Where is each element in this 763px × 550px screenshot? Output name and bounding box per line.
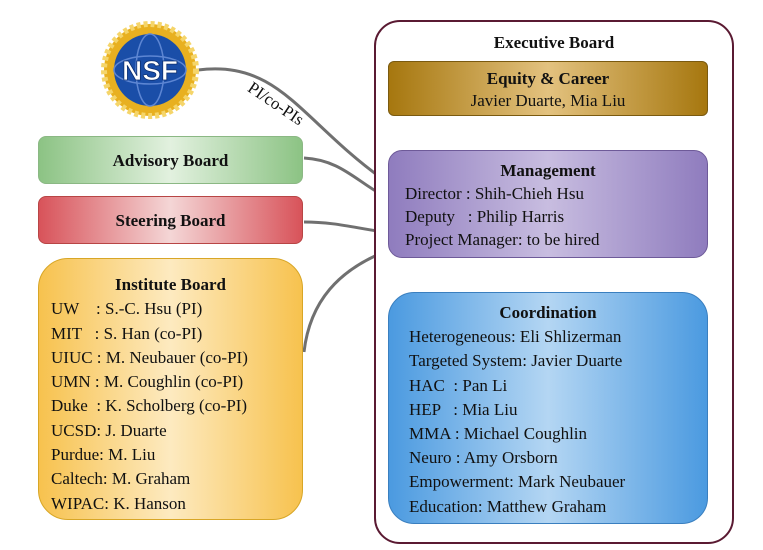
nsf-logo-globe (114, 34, 186, 106)
coordination-line: Education: Matthew Graham (409, 496, 607, 516)
advisory-to-management-arrow (303, 156, 386, 198)
institute-board-title: Institute Board (115, 275, 226, 294)
institute-member: Caltech: M. Graham (51, 469, 191, 489)
institute-member: WIPAC: K. Hanson (51, 493, 186, 513)
management-box: Management Director : Shih-Chieh Hsu Dep… (388, 150, 708, 258)
coordination-title: Coordination (499, 303, 597, 322)
coordination-line: Heterogeneous: Eli Shlizerman (409, 327, 622, 347)
nsf-logo: NSF (100, 20, 200, 120)
coordination-line: HEP : Mia Liu (409, 399, 518, 419)
institute-member: MIT : S. Han (co-PI) (51, 323, 203, 343)
institute-member: Duke : K. Scholberg (co-PI) (51, 396, 248, 416)
coordination-box: Coordination Heterogeneous: Eli Shlizerm… (388, 292, 708, 524)
management-title: Management (500, 161, 596, 180)
equity-career-box: Equity & Career Javier Duarte, Mia Liu (388, 61, 708, 116)
equity-career-title: Equity & Career (486, 69, 610, 88)
management-line: Deputy : Philip Harris (405, 207, 565, 226)
nsf-logo-text: NSF (122, 55, 178, 86)
steering-to-management-arrow (303, 220, 386, 236)
nsf-to-management-arrow (197, 67, 386, 182)
executive-board-title: Executive Board (493, 33, 615, 52)
coordination-line: MMA : Michael Coughlin (409, 424, 588, 444)
institute-to-management-arrow (302, 250, 386, 353)
management-line: Project Manager: to be hired (405, 230, 600, 249)
institute-member: UIUC : M. Neubauer (co-PI) (51, 347, 248, 367)
coordination-line: Neuro : Amy Orsborn (409, 448, 558, 468)
institute-member: UCSD: J. Duarte (51, 420, 167, 440)
coordination-line: Empowerment: Mark Neubauer (409, 472, 626, 492)
advisory-board-box: Advisory Board (38, 136, 303, 184)
equity-career-members: Javier Duarte, Mia Liu (470, 91, 626, 110)
institute-board-box: Institute Board UW : S.-C. Hsu (PI) MIT … (38, 258, 303, 520)
coordination-line: HAC : Pan Li (409, 375, 508, 395)
institute-member: UW : S.-C. Hsu (PI) (51, 299, 203, 319)
coordination-line: Targeted System: Javier Duarte (409, 351, 623, 371)
institute-member: Purdue: M. Liu (51, 445, 156, 465)
management-line: Director : Shih-Chieh Hsu (405, 184, 584, 203)
institute-member: UMN : M. Coughlin (co-PI) (51, 372, 244, 392)
steering-board-box: Steering Board (38, 196, 303, 244)
